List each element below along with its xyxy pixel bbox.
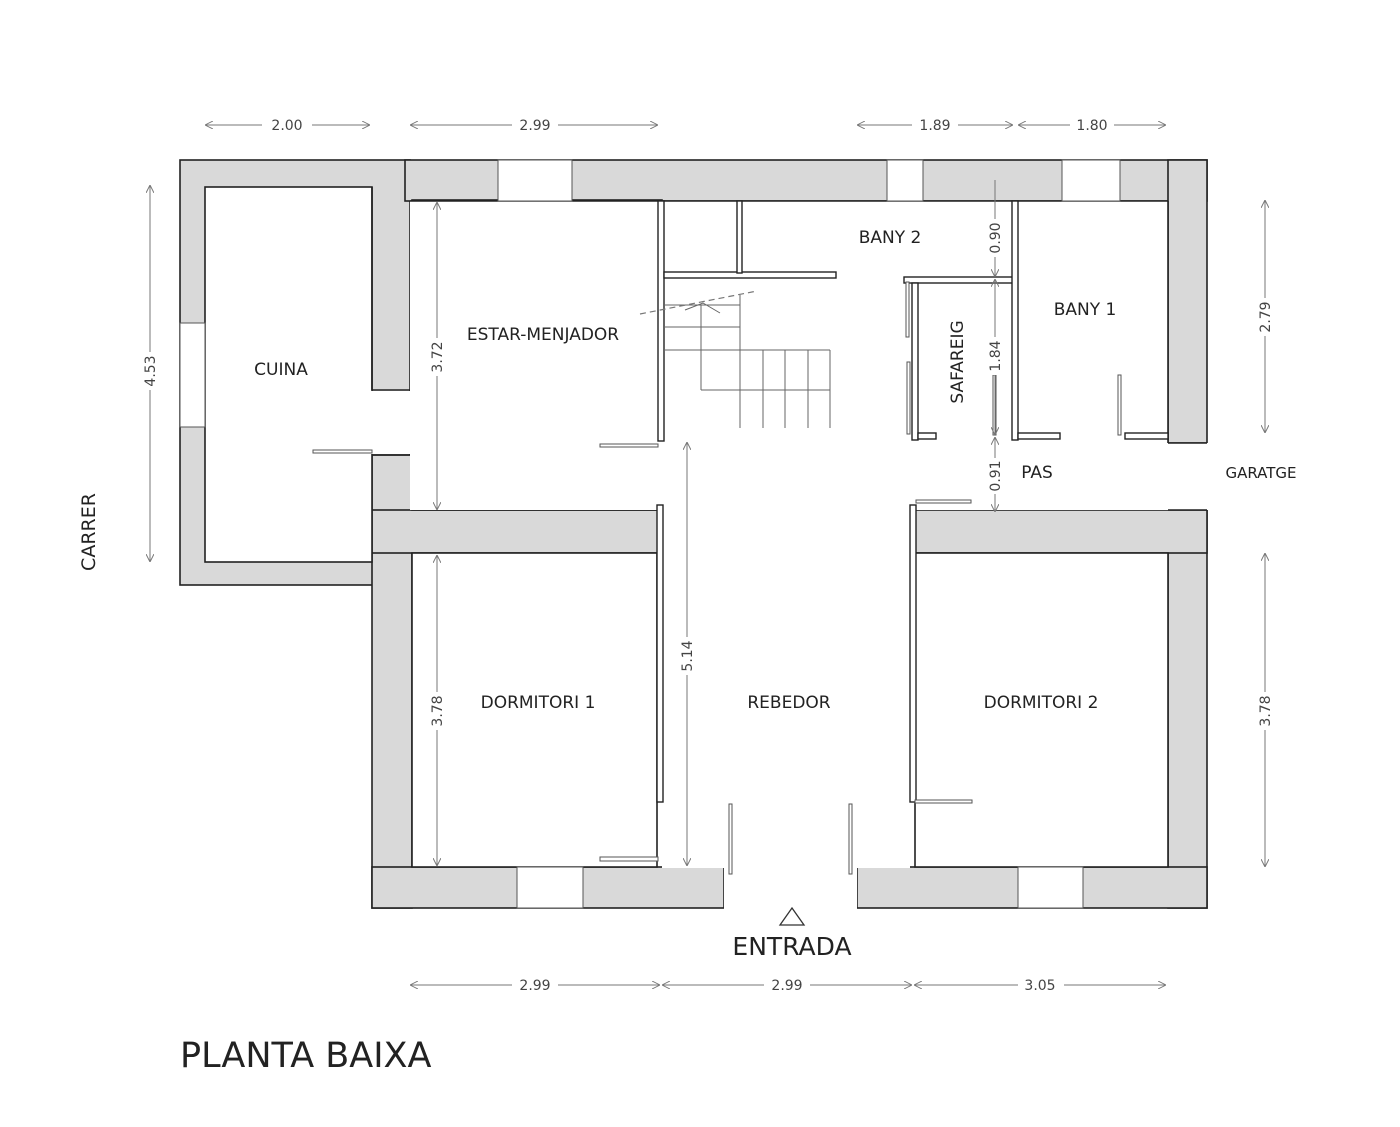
door-safareig-upper [905,281,910,338]
window [1061,159,1121,202]
wall-safareig-bottom [917,432,937,440]
door-safareig-lower [906,361,911,435]
room-dormitori-1 [411,552,658,868]
dim-cuina: 4.53 [143,355,159,386]
staircase [639,290,831,428]
dim-top-4: 1.80 [1076,118,1107,134]
window [516,866,584,909]
wall-right-upper [1167,159,1208,444]
door-pas-bottom [915,499,972,504]
dim-bottom-1: 2.99 [519,978,550,994]
label-garatge: GARATGE [1225,464,1296,482]
wall-bany1-bottom-right [1124,432,1169,440]
room-labels: CUINA ESTAR-MENJADOR BANY 2 BANY 1 SAFAR… [78,228,1297,1076]
label-bany-2: BANY 2 [859,228,922,248]
dim-bany-1: 2.79 [1258,301,1274,332]
door-estar [599,443,659,448]
window [179,322,206,428]
entrance-opening [724,866,857,910]
dim-estar: 3.72 [430,341,446,372]
window [886,159,924,202]
wall-dorm2-top [909,509,1208,554]
wall-bany2-closet [736,200,743,274]
label-cuina: CUINA [254,360,308,380]
wall-dorm2-left [909,504,917,803]
dimensions: 2.00 2.99 1.89 1.80 2.99 2.99 3.05 4.53 … [140,118,1275,994]
door-bany-1 [1117,374,1122,436]
room-dormitori-2 [914,552,1169,868]
label-carrer: CARRER [78,493,100,571]
label-bany-1: BANY 1 [1054,300,1117,320]
dim-top-2: 2.99 [519,118,550,134]
label-safareig: SAFAREIG [948,320,968,403]
label-dormitori-2: DORMITORI 2 [984,693,1099,713]
dim-dormitori-1: 3.78 [430,695,446,726]
wall-bany1-left [1011,200,1019,441]
label-estar-menjador: ESTAR-MENJADOR [467,325,619,345]
door-cuina [312,449,373,454]
label-dormitori-1: DORMITORI 1 [481,693,596,713]
window [1017,866,1084,909]
wall-safareig-left [911,282,919,441]
wall-safareig-top [903,276,1016,284]
dim-bany-2: 0.90 [988,222,1004,253]
door-entrance-right [848,803,853,875]
wall-stairs-left [657,200,665,442]
dim-dormitori-2: 3.78 [1258,695,1274,726]
door-dormitori-1 [599,856,659,862]
label-entrada: ENTRADA [732,932,851,961]
dim-top-1: 2.00 [271,118,302,134]
garage-opening [1166,443,1211,510]
door-entrance-left [728,803,733,875]
wall-closet-bottom [663,271,837,279]
dim-pas: 0.91 [988,460,1004,491]
dim-bottom-3: 3.05 [1024,978,1055,994]
dim-top-3: 1.89 [919,118,950,134]
room-rebedor-area [662,440,910,868]
plan-title: PLANTA BAIXA [180,1036,432,1076]
rooms [204,186,1211,910]
dim-bottom-2: 2.99 [771,978,802,994]
dim-safareig: 1.84 [988,340,1004,371]
label-rebedor: REBEDOR [747,693,830,713]
wall-bany1-bottom-left [1017,432,1061,440]
window [497,159,573,202]
dim-rebedor: 5.14 [680,640,696,671]
wall-dorm1-right [656,504,664,803]
door-dormitori-2 [914,799,973,804]
wall-right-lower [1167,509,1208,909]
windows [179,159,1121,909]
room-cuina [204,186,373,563]
label-pas: PAS [1021,463,1053,483]
entrance-triangle-icon [778,906,806,926]
wall-dorm1-top [371,509,663,554]
